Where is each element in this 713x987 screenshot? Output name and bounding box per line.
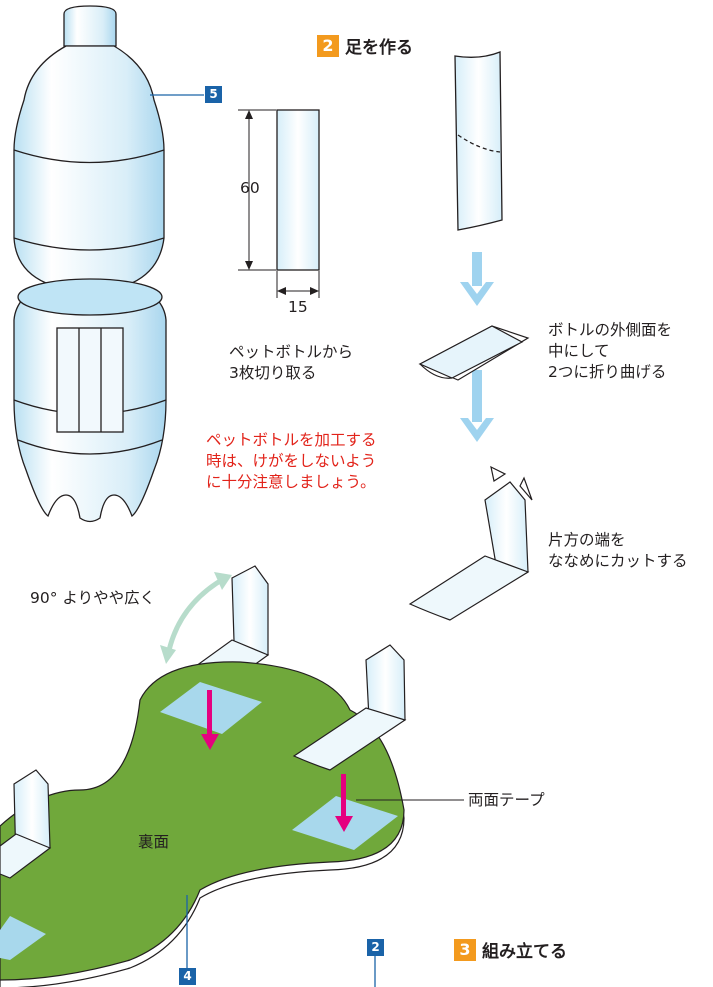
magenta-arrow-icon-2: [335, 774, 353, 832]
dimension-height: 60: [240, 179, 260, 197]
step2-title: 足を作る: [345, 38, 413, 58]
caption-cut-end: 片方の端を ななめにカットする: [548, 531, 688, 570]
step3-title: 組み立てる: [482, 942, 567, 962]
base-leg-left: [0, 769, 52, 879]
curved-double-arrow-icon: [165, 575, 227, 656]
magenta-arrow-icon: [201, 690, 219, 750]
step3-number: 3: [454, 938, 476, 961]
cut-wedge-icon: [490, 465, 533, 501]
step3-heading: 3 組み立てる: [454, 937, 567, 962]
cut-strip: [238, 109, 320, 298]
caption-back-side: 裏面: [138, 833, 170, 851]
part-badge-4: 4: [179, 968, 196, 985]
step2-number: 2: [317, 34, 339, 57]
dimension-width: 15: [288, 298, 308, 316]
part-badge-5: 5: [205, 86, 222, 103]
bottle-cap: [63, 5, 117, 47]
folded-strip: [418, 325, 530, 381]
bottle-upper: [13, 45, 165, 284]
bottle-illustration: [13, 5, 167, 523]
safety-warning: ペットボトルを加工する 時は、けがをしないよう に十分注意しましょう。: [206, 431, 377, 491]
caption-angle: 90° よりやや広く: [30, 589, 156, 607]
caption-cut-strips: ペットボトルから 3枚切り取る: [229, 343, 354, 382]
part-badge-2: 2: [367, 939, 384, 956]
down-arrow-icon-2: [460, 370, 494, 442]
curved-strip: [454, 51, 503, 231]
green-base: [0, 661, 405, 987]
tape-3: [0, 916, 46, 960]
l-shaped-leg: [408, 481, 530, 621]
base-leg-right: [292, 644, 407, 771]
caption-fold: ボトルの外側面を 中にして 2つに折り曲げる: [548, 321, 673, 381]
caption-tape: 両面テープ: [468, 791, 545, 809]
step2-heading: 2 足を作る: [317, 33, 413, 58]
down-arrow-icon: [460, 252, 494, 306]
